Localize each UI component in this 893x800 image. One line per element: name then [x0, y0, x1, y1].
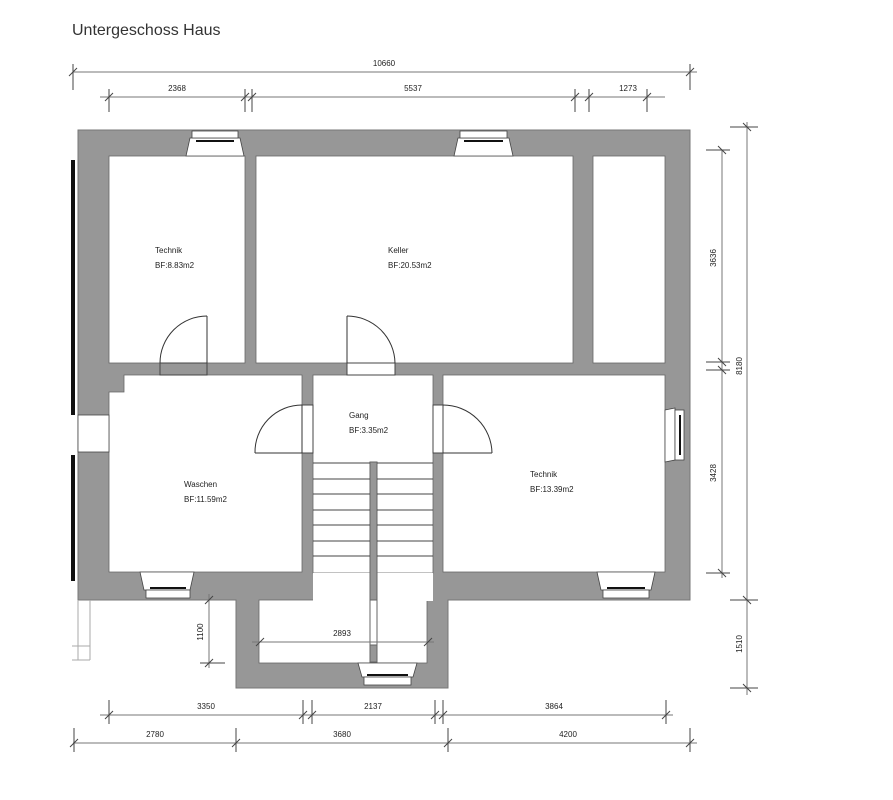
room-name: Keller	[388, 246, 409, 255]
doors	[159, 315, 493, 454]
door-technik-1	[159, 315, 208, 376]
dim-top-1: 2368	[168, 84, 186, 93]
dim-right-2: 3428	[709, 464, 718, 482]
page-title: Untergeschoss Haus	[72, 22, 221, 39]
dimension-top: 10660 2368 5537 1273	[68, 59, 697, 112]
room-name: Technik	[530, 470, 558, 479]
entrance-area	[258, 599, 428, 664]
dimension-entrance: 2893 1100	[196, 594, 434, 668]
dim-bottom-inner-3: 3864	[545, 702, 563, 711]
room-storage	[592, 155, 666, 364]
room-area: BF:13.39m2	[530, 485, 574, 494]
room-labels: Technik BF:8.83m2 Keller BF:20.53m2 Gang…	[155, 246, 574, 504]
staircase	[313, 461, 433, 663]
room-area: BF:11.59m2	[184, 495, 228, 504]
window-top-mid	[453, 130, 514, 157]
window-right	[664, 407, 685, 463]
rooms	[108, 155, 666, 664]
dim-entrance-depth: 1100	[196, 623, 205, 641]
dim-top-2: 5537	[404, 84, 422, 93]
exterior-wall-strips	[71, 160, 91, 661]
dim-bottom-outer-3: 4200	[559, 730, 577, 739]
dim-right-lower: 1510	[735, 635, 744, 653]
dim-bottom-inner-2: 2137	[364, 702, 382, 711]
room-name: Gang	[349, 411, 369, 420]
dimension-bottom: 3350 2137 3864 2780 3680 4200	[69, 700, 697, 752]
dimension-right: 3636 3428 8180 1510	[706, 122, 758, 695]
door-keller	[346, 315, 396, 376]
window-bottom-entrance	[357, 662, 418, 686]
door-waschen	[254, 404, 314, 454]
room-name: Waschen	[184, 480, 217, 489]
room-area: BF:8.83m2	[155, 261, 195, 270]
room-technik-2	[442, 374, 666, 573]
door-technik-2	[432, 404, 493, 454]
dim-right-1: 3636	[709, 249, 718, 267]
room-name: Technik	[155, 246, 183, 255]
dim-bottom-outer-2: 3680	[333, 730, 351, 739]
dim-right-total: 8180	[735, 357, 744, 375]
room-area: BF:3.35m2	[349, 426, 389, 435]
window-left	[77, 414, 110, 453]
dim-bottom-inner-1: 3350	[197, 702, 215, 711]
dim-top-total: 10660	[373, 59, 396, 68]
window-top-left	[185, 130, 245, 157]
room-waschen	[108, 374, 303, 573]
window-bottom-waschen	[139, 571, 195, 599]
room-area: BF:20.53m2	[388, 261, 432, 270]
room-technik-1	[108, 155, 246, 364]
window-bottom-technik	[596, 571, 656, 599]
dim-bottom-outer-1: 2780	[146, 730, 164, 739]
room-keller	[255, 155, 574, 364]
dim-top-3: 1273	[619, 84, 637, 93]
windows	[77, 130, 685, 686]
dim-entrance-width: 2893	[333, 629, 351, 638]
